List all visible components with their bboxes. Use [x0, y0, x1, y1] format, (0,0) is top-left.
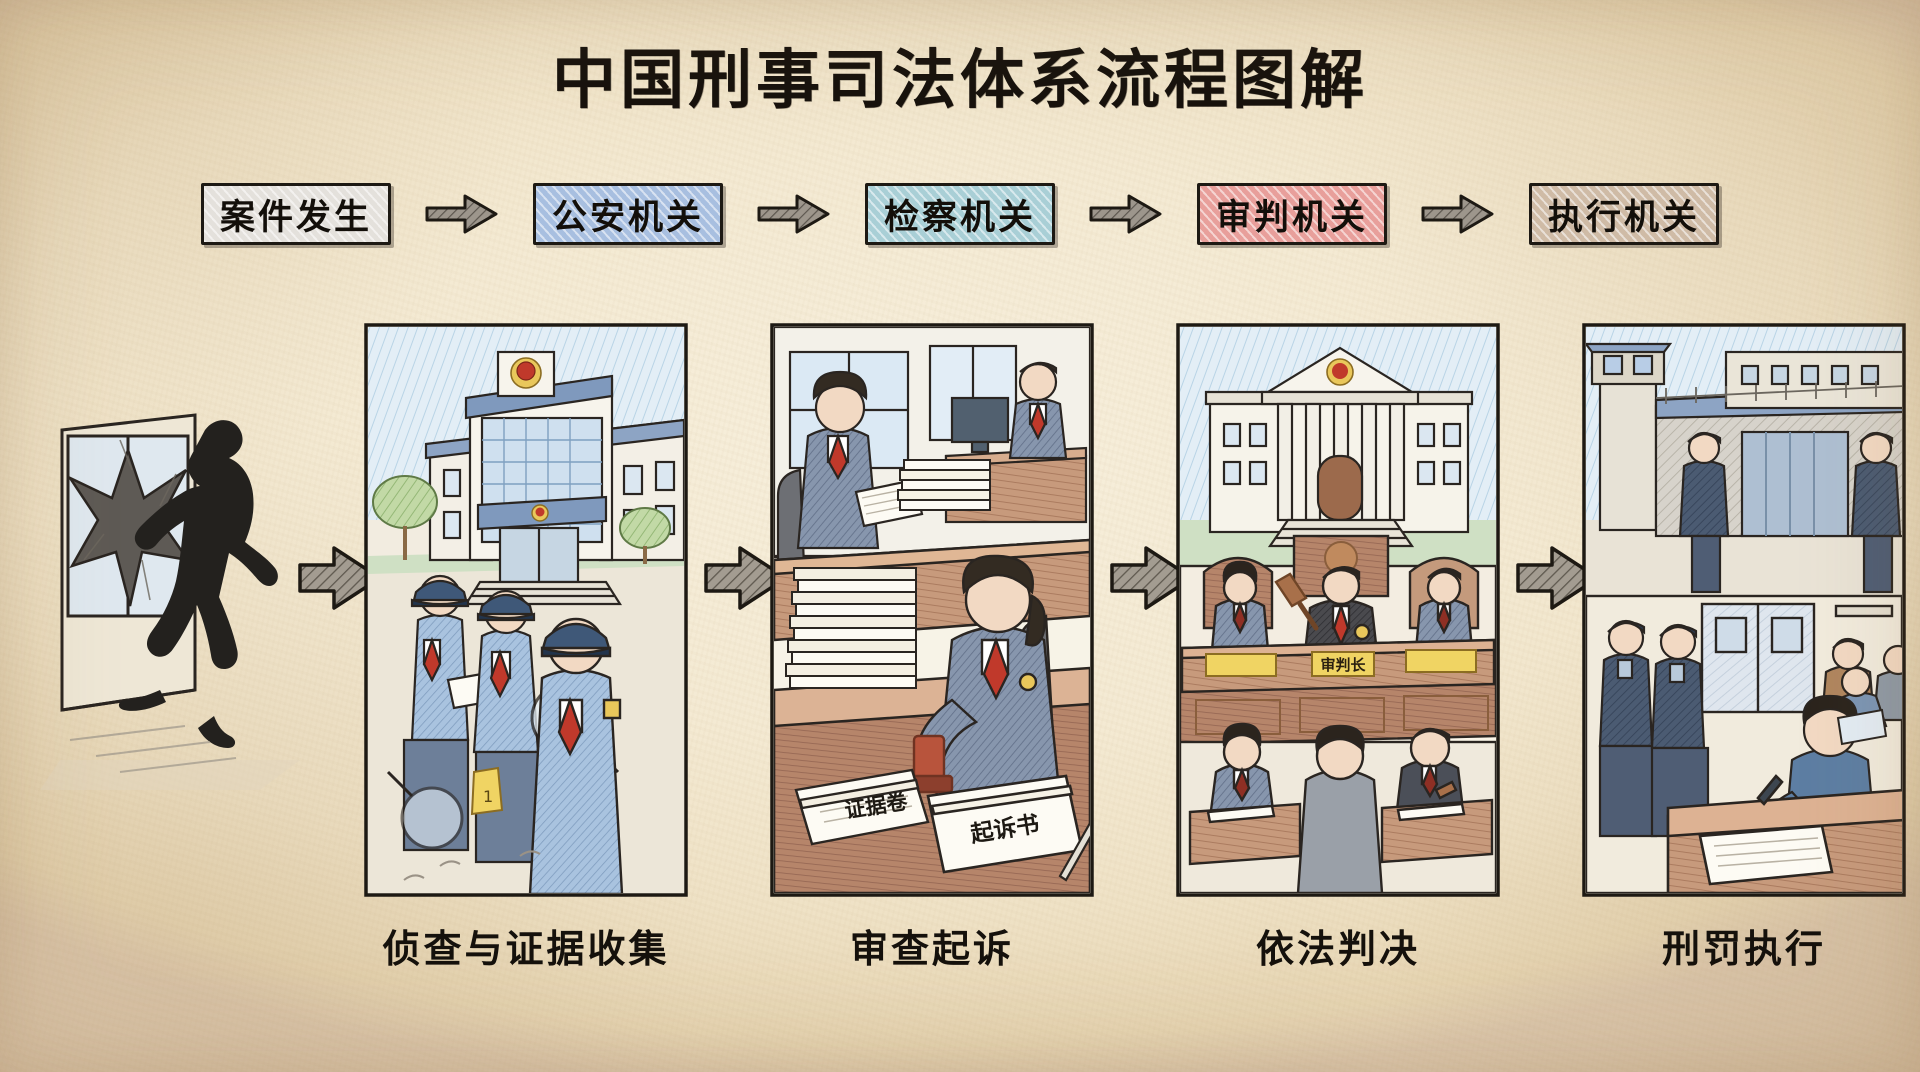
police-emblem-icon	[510, 357, 549, 522]
tree-icon	[372, 475, 671, 564]
caption-review-prosecution: 审查起诉	[772, 918, 1092, 973]
caption-investigation: 侦查与证据收集	[366, 918, 686, 973]
caption-execution: 刑罚执行	[1584, 918, 1904, 973]
panel-court-judgment	[1176, 323, 1500, 897]
national-emblem-icon	[1326, 358, 1354, 386]
flow-box-label: 检察机关	[883, 197, 1036, 238]
flow-box-case-occurs[interactable]: 案件发生	[200, 183, 391, 245]
panel-review-prosecution	[770, 323, 1094, 897]
evidence-document	[794, 768, 930, 846]
flow-arrow-1	[425, 191, 499, 237]
pen-icon	[1058, 820, 1090, 882]
flow-box-public-security-organ[interactable]: 公安机关	[532, 183, 723, 245]
caption-text: 审查起诉	[849, 927, 1014, 971]
flow-arrow-4	[1421, 191, 1495, 237]
caption-text: 侦查与证据收集	[382, 927, 670, 971]
page-title: 中国刑事司法体系流程图解	[552, 44, 1368, 118]
flow-bar: 案件发生 公安机关 检察机关	[0, 183, 1920, 245]
flow-box-execution-organ[interactable]: 执行机关	[1529, 183, 1720, 245]
scene-arrow-1	[298, 546, 382, 610]
indictment-document	[926, 774, 1084, 874]
flow-box-label: 案件发生	[219, 197, 372, 238]
scene-arrow-2	[704, 546, 788, 610]
flow-arrow-3	[1089, 191, 1163, 237]
flow-arrow-2	[757, 191, 831, 237]
panel-investigation: 1 investigation	[364, 323, 688, 897]
scene-crime-occurrence	[40, 413, 300, 790]
flow-box-adjudication-organ[interactable]: 审判机关	[1197, 183, 1388, 245]
flow-box-label: 公安机关	[551, 197, 704, 238]
scene-arrow-4	[1516, 546, 1600, 610]
caption-judgment: 依法判决	[1178, 918, 1498, 973]
document-stack	[897, 459, 991, 511]
svg-text:1: 1	[483, 787, 493, 806]
document-stack	[785, 567, 917, 689]
magnifier-icon	[386, 770, 464, 850]
evidence-marker: 1	[470, 766, 504, 816]
panel-sentence-execution	[1582, 323, 1906, 897]
caption-text: 刑罚执行	[1661, 927, 1826, 971]
judge-nameplate-label: 审判长	[1320, 656, 1366, 674]
gavel-icon	[1274, 572, 1319, 631]
scene-arrow-3	[1110, 546, 1194, 610]
flow-box-label: 执行机关	[1548, 197, 1701, 238]
burglar-silhouette	[118, 420, 278, 748]
flow-box-label: 审判机关	[1216, 197, 1369, 238]
flow-box-procuratorial-organ[interactable]: 检察机关	[864, 183, 1055, 245]
police-officer	[528, 617, 624, 893]
caption-text: 依法判决	[1255, 927, 1420, 971]
